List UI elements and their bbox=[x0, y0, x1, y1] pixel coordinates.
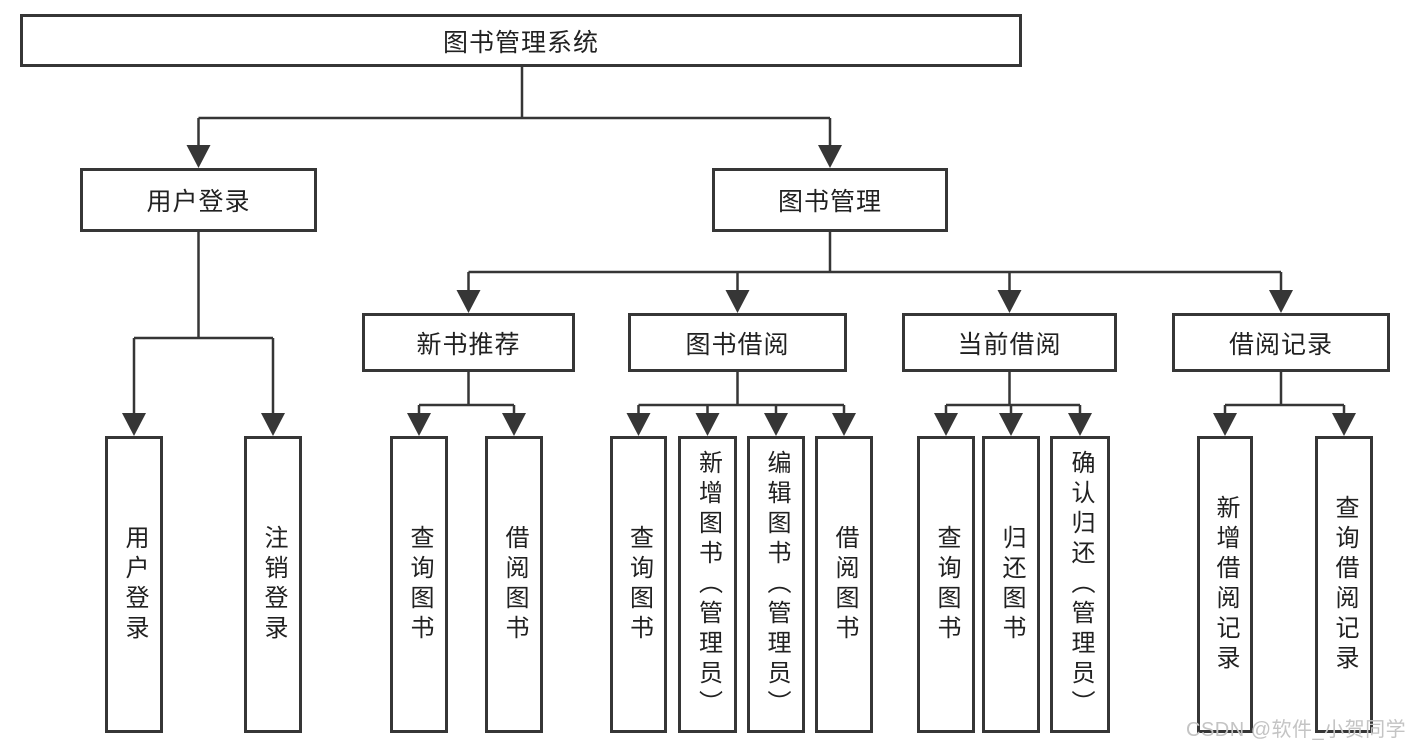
node-current-borrow: 当前借阅 bbox=[902, 313, 1117, 372]
arrow-icon bbox=[725, 290, 750, 313]
leaf-confirm-return-admin: 确认归还（管理员） bbox=[1050, 436, 1110, 733]
node-label: 新书推荐 bbox=[416, 330, 521, 359]
arrow-icon bbox=[764, 413, 788, 436]
node-label: 查询图书 bbox=[406, 524, 433, 645]
connector-current-borrow-to-leaves bbox=[944, 372, 1082, 414]
node-new-book-recommend: 新书推荐 bbox=[362, 313, 575, 372]
connector-user-login-to-leaves bbox=[132, 232, 275, 414]
arrow-icon bbox=[122, 413, 146, 436]
node-label: 查询图书 bbox=[625, 524, 653, 645]
node-label: 用户登录 bbox=[121, 524, 148, 645]
arrow-icon bbox=[1213, 413, 1237, 436]
arrow-icon bbox=[456, 290, 481, 313]
leaf-query-borrow-record: 查询借阅记录 bbox=[1315, 436, 1373, 733]
arrow-icon bbox=[626, 413, 651, 436]
node-label: 确认归还（管理员） bbox=[1067, 449, 1094, 720]
node-label: 图书管理系统 bbox=[442, 28, 599, 57]
arrow-icon bbox=[186, 145, 211, 168]
node-label: 查询借阅记录 bbox=[1331, 494, 1358, 675]
node-label: 用户登录 bbox=[146, 188, 251, 216]
node-library-system: 图书管理系统 bbox=[20, 14, 1022, 67]
node-label: 新增借阅记录 bbox=[1212, 494, 1239, 675]
connector-book-mgmt-to-level3 bbox=[467, 232, 1283, 291]
node-label: 图书管理 bbox=[777, 188, 882, 216]
connector-book-borrow-to-leaves bbox=[637, 372, 846, 414]
node-label: 当前借阅 bbox=[957, 330, 1062, 359]
node-label: 查询图书 bbox=[933, 524, 960, 645]
arrow-icon bbox=[934, 413, 958, 436]
node-label: 归还图书 bbox=[998, 524, 1025, 645]
arrow-icon bbox=[1068, 413, 1092, 436]
arrowheads bbox=[122, 145, 1356, 436]
node-book-borrow: 图书借阅 bbox=[628, 313, 847, 372]
arrow-icon bbox=[502, 413, 526, 436]
arrow-icon bbox=[832, 413, 856, 436]
arrow-icon bbox=[407, 413, 431, 436]
connector-root-to-level2 bbox=[197, 67, 832, 146]
arrow-icon bbox=[999, 413, 1023, 436]
leaf-add-borrow-record: 新增借阅记录 bbox=[1197, 436, 1253, 733]
node-label: 注销登录 bbox=[260, 524, 287, 645]
csdn-watermark: CSDN @软件_小贺同学 bbox=[1186, 719, 1405, 741]
node-borrow-records: 借阅记录 bbox=[1172, 313, 1390, 372]
leaf-return-books: 归还图书 bbox=[982, 436, 1040, 733]
node-label: 借阅图书 bbox=[501, 524, 528, 645]
node-label: 借阅记录 bbox=[1228, 330, 1333, 359]
connector-new-book-to-leaves bbox=[417, 372, 516, 414]
leaf-borrow-books: 借阅图书 bbox=[815, 436, 873, 733]
leaf-query-books-borrow: 查询图书 bbox=[610, 436, 667, 733]
leaf-query-books-current: 查询图书 bbox=[917, 436, 975, 733]
leaf-query-books-recommend: 查询图书 bbox=[390, 436, 448, 733]
node-label: 图书借阅 bbox=[685, 330, 790, 359]
leaf-edit-books-admin: 编辑图书（管理员） bbox=[747, 436, 805, 733]
leaf-borrow-books-recommend: 借阅图书 bbox=[485, 436, 543, 733]
node-label: 编辑图书（管理员） bbox=[763, 449, 790, 720]
node-book-management: 图书管理 bbox=[712, 168, 948, 232]
arrow-icon bbox=[1332, 413, 1356, 436]
arrow-icon bbox=[818, 145, 842, 168]
connector-borrow-record-to-leaves bbox=[1223, 372, 1346, 414]
node-user-login: 用户登录 bbox=[80, 168, 317, 232]
arrow-icon bbox=[1269, 290, 1293, 313]
node-label: 借阅图书 bbox=[831, 524, 858, 645]
arrow-icon bbox=[261, 413, 285, 436]
arrow-icon bbox=[997, 290, 1022, 313]
leaf-user-login: 用户登录 bbox=[105, 436, 163, 733]
node-label: 新增图书（管理员） bbox=[694, 449, 722, 720]
leaf-add-books-admin: 新增图书（管理员） bbox=[678, 436, 737, 733]
leaf-logout: 注销登录 bbox=[244, 436, 302, 733]
arrow-icon bbox=[695, 413, 720, 436]
